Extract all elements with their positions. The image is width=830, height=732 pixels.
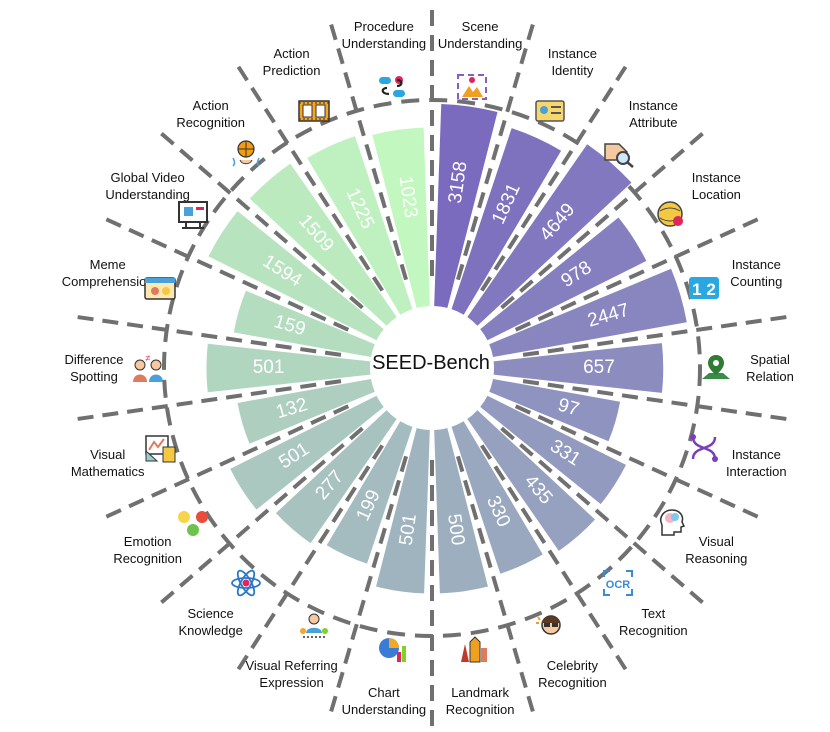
separator-line xyxy=(500,129,707,310)
emoji-icon xyxy=(176,507,210,537)
separator-line xyxy=(522,314,791,357)
separator-line xyxy=(480,62,630,292)
separator-line xyxy=(234,444,384,674)
bar-scene-understanding xyxy=(434,103,498,308)
bar-emotion-recognition xyxy=(230,395,384,510)
svg-text:1 2: 1 2 xyxy=(693,280,717,299)
value-label: 501 xyxy=(396,512,421,546)
separator-line xyxy=(456,455,536,716)
ocr-icon: OCR xyxy=(601,568,635,598)
math-icon xyxy=(143,433,177,463)
outer-dashed-ring xyxy=(162,98,702,638)
globe-pin-icon xyxy=(654,199,688,229)
separator-line xyxy=(157,426,364,607)
brain-head-icon xyxy=(654,507,688,537)
separator-line xyxy=(500,426,707,607)
separator-line xyxy=(73,314,342,357)
separator-line xyxy=(456,20,536,281)
bar-chart-understanding xyxy=(376,428,430,594)
separator-line xyxy=(101,215,350,332)
film-icon xyxy=(297,95,331,125)
video-icon xyxy=(176,199,210,230)
id-card-icon xyxy=(533,95,567,125)
value-label: 657 xyxy=(583,357,615,378)
bar-difference-spotting xyxy=(206,343,371,393)
separator-line xyxy=(522,379,791,422)
difference-icon: ≠ xyxy=(131,353,165,383)
bar-landmark-recognition xyxy=(434,428,488,594)
bar-spatial-relation xyxy=(493,343,664,393)
procedure-icon xyxy=(375,72,409,102)
scene-icon xyxy=(455,72,489,102)
value-label: 500 xyxy=(443,512,468,546)
separator-line xyxy=(514,404,763,521)
bar-celebrity-recognition xyxy=(451,421,543,574)
separator-line xyxy=(328,20,408,281)
landmark-icon xyxy=(455,634,489,664)
center-circle xyxy=(374,310,490,426)
bar-action-recognition xyxy=(249,163,397,326)
separator-line xyxy=(480,444,630,674)
interaction-icon xyxy=(687,433,721,463)
celebrity-icon xyxy=(533,611,567,641)
separator-line xyxy=(73,379,342,422)
basketball-icon xyxy=(229,138,263,168)
bar-visual-reasoning xyxy=(480,395,626,505)
separator-line xyxy=(157,129,364,310)
map-pin-icon xyxy=(699,353,733,383)
separator-line xyxy=(101,404,350,521)
value-label: 501 xyxy=(253,357,285,378)
bar-visual-referring-expression xyxy=(326,421,413,564)
counting-icon: 1 2 xyxy=(687,273,721,303)
bar-visual-mathematics xyxy=(237,378,375,444)
tag-magnifier-icon xyxy=(601,138,635,169)
atom-icon xyxy=(229,568,263,598)
bar-instance-location xyxy=(480,217,647,341)
bar-procedure-understanding xyxy=(372,127,430,308)
separator-line xyxy=(328,455,408,716)
bar-text-recognition xyxy=(467,410,596,551)
meme-icon xyxy=(143,273,177,303)
chart-icon xyxy=(375,634,409,664)
svg-text:OCR: OCR xyxy=(606,579,631,591)
bar-instance-identity xyxy=(451,128,562,315)
bar-science-knowledge xyxy=(275,410,397,544)
bar-instance-counting xyxy=(489,268,687,358)
separator-line xyxy=(234,62,384,292)
separator-line xyxy=(514,215,763,332)
bar-meme-comprehension xyxy=(233,290,375,358)
bar-global-video-understanding xyxy=(208,211,384,341)
bar-instance-attribute xyxy=(467,144,632,326)
bar-instance-interaction xyxy=(489,378,621,442)
svg-text:≠: ≠ xyxy=(146,353,151,363)
bar-action-prediction xyxy=(307,136,413,315)
referring-icon xyxy=(297,611,331,641)
chart-title: SEED-Bench xyxy=(372,352,490,374)
